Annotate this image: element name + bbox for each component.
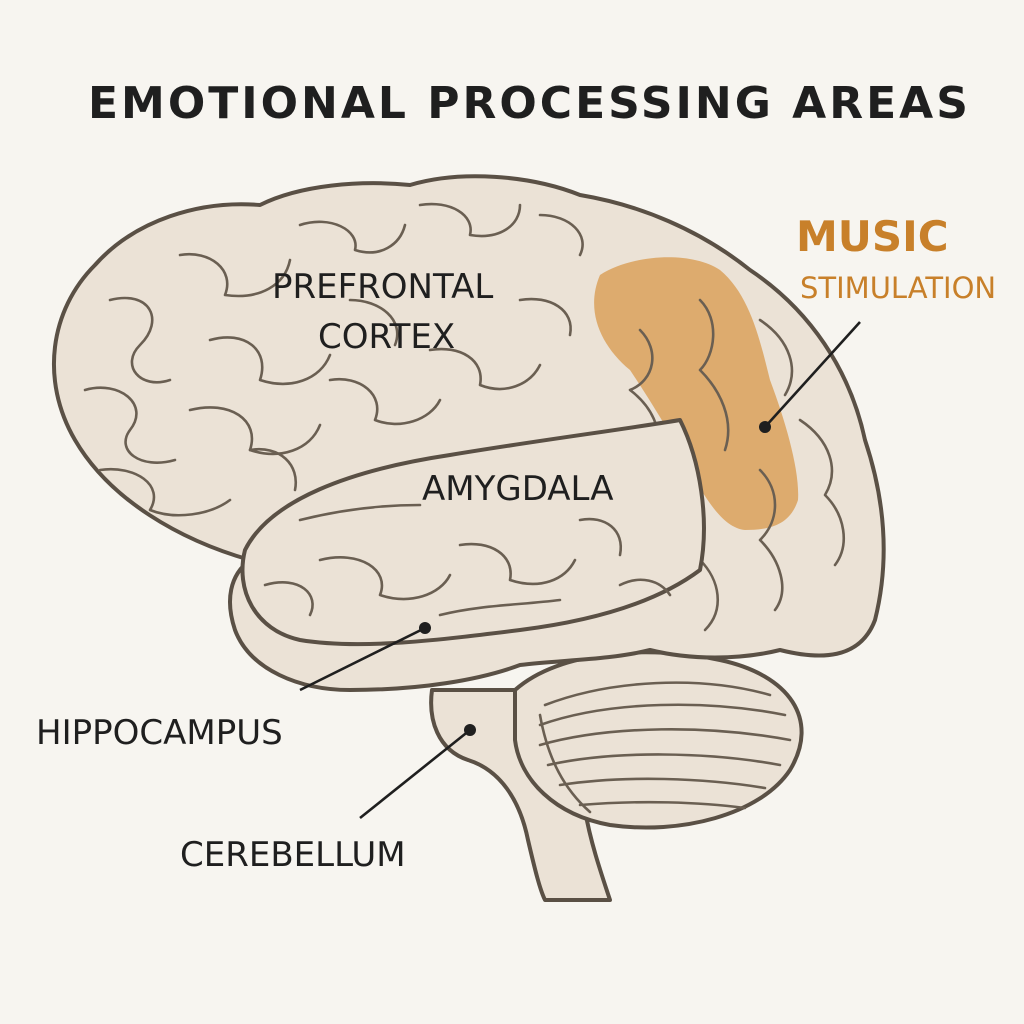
cerebellum-pointer-dot xyxy=(464,724,476,736)
music-leader-line xyxy=(764,321,861,428)
temporal-folds xyxy=(263,503,672,617)
cerebellum-folia xyxy=(538,681,792,814)
cerebellum-leader-line xyxy=(359,728,471,820)
music-stimulation-region xyxy=(594,257,799,530)
cerebellum-label: CEREBELLUM xyxy=(180,835,406,875)
music-label: MUSIC xyxy=(796,212,949,261)
hippocampus-label: HIPPOCAMPUS xyxy=(36,713,283,753)
hippocampus-leader-line xyxy=(299,626,426,692)
stimulation-label: STIMULATION xyxy=(800,271,996,305)
prefrontal-cortex-label-line1: PREFRONTAL xyxy=(272,267,493,307)
hippocampus-pointer-dot xyxy=(419,622,431,634)
diagram-title: EMOTIONAL PROCESSING AREAS xyxy=(88,78,971,129)
prefrontal-cortex-label-line2: CORTEX xyxy=(318,317,455,357)
music-pointer-dot xyxy=(759,421,771,433)
amygdala-label: AMYGDALA xyxy=(422,469,614,509)
temporal-lobe xyxy=(240,418,706,647)
cortex-folds xyxy=(83,202,846,632)
